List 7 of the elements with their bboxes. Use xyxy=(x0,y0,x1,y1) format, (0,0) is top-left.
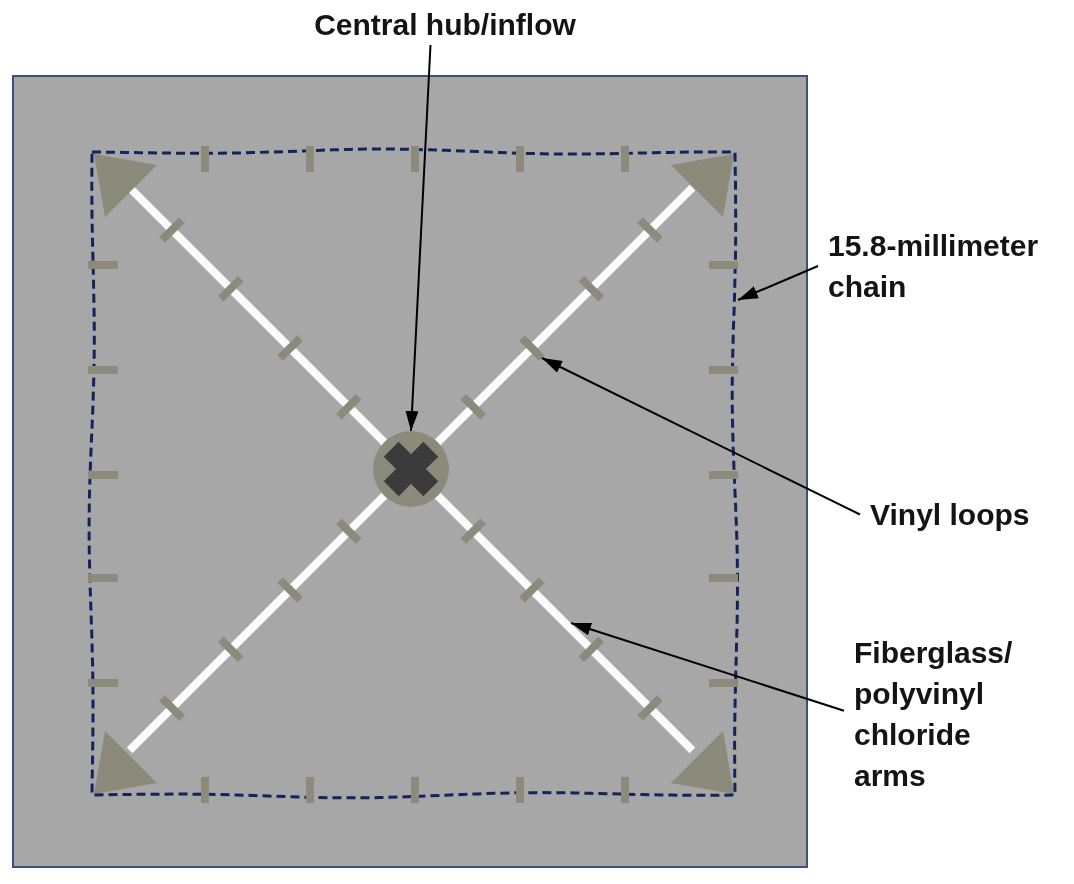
callout-label: 15.8-millimeter chain xyxy=(818,225,1070,307)
leader-arrow xyxy=(541,357,861,516)
callout-label: Central hub/inflow xyxy=(300,4,590,45)
callout-label: Vinyl loops xyxy=(860,494,1064,535)
callout-label: Fiberglass/polyvinyl chloride arms xyxy=(844,632,1016,796)
leader-arrow xyxy=(405,44,432,432)
leader-arrow xyxy=(570,622,845,712)
